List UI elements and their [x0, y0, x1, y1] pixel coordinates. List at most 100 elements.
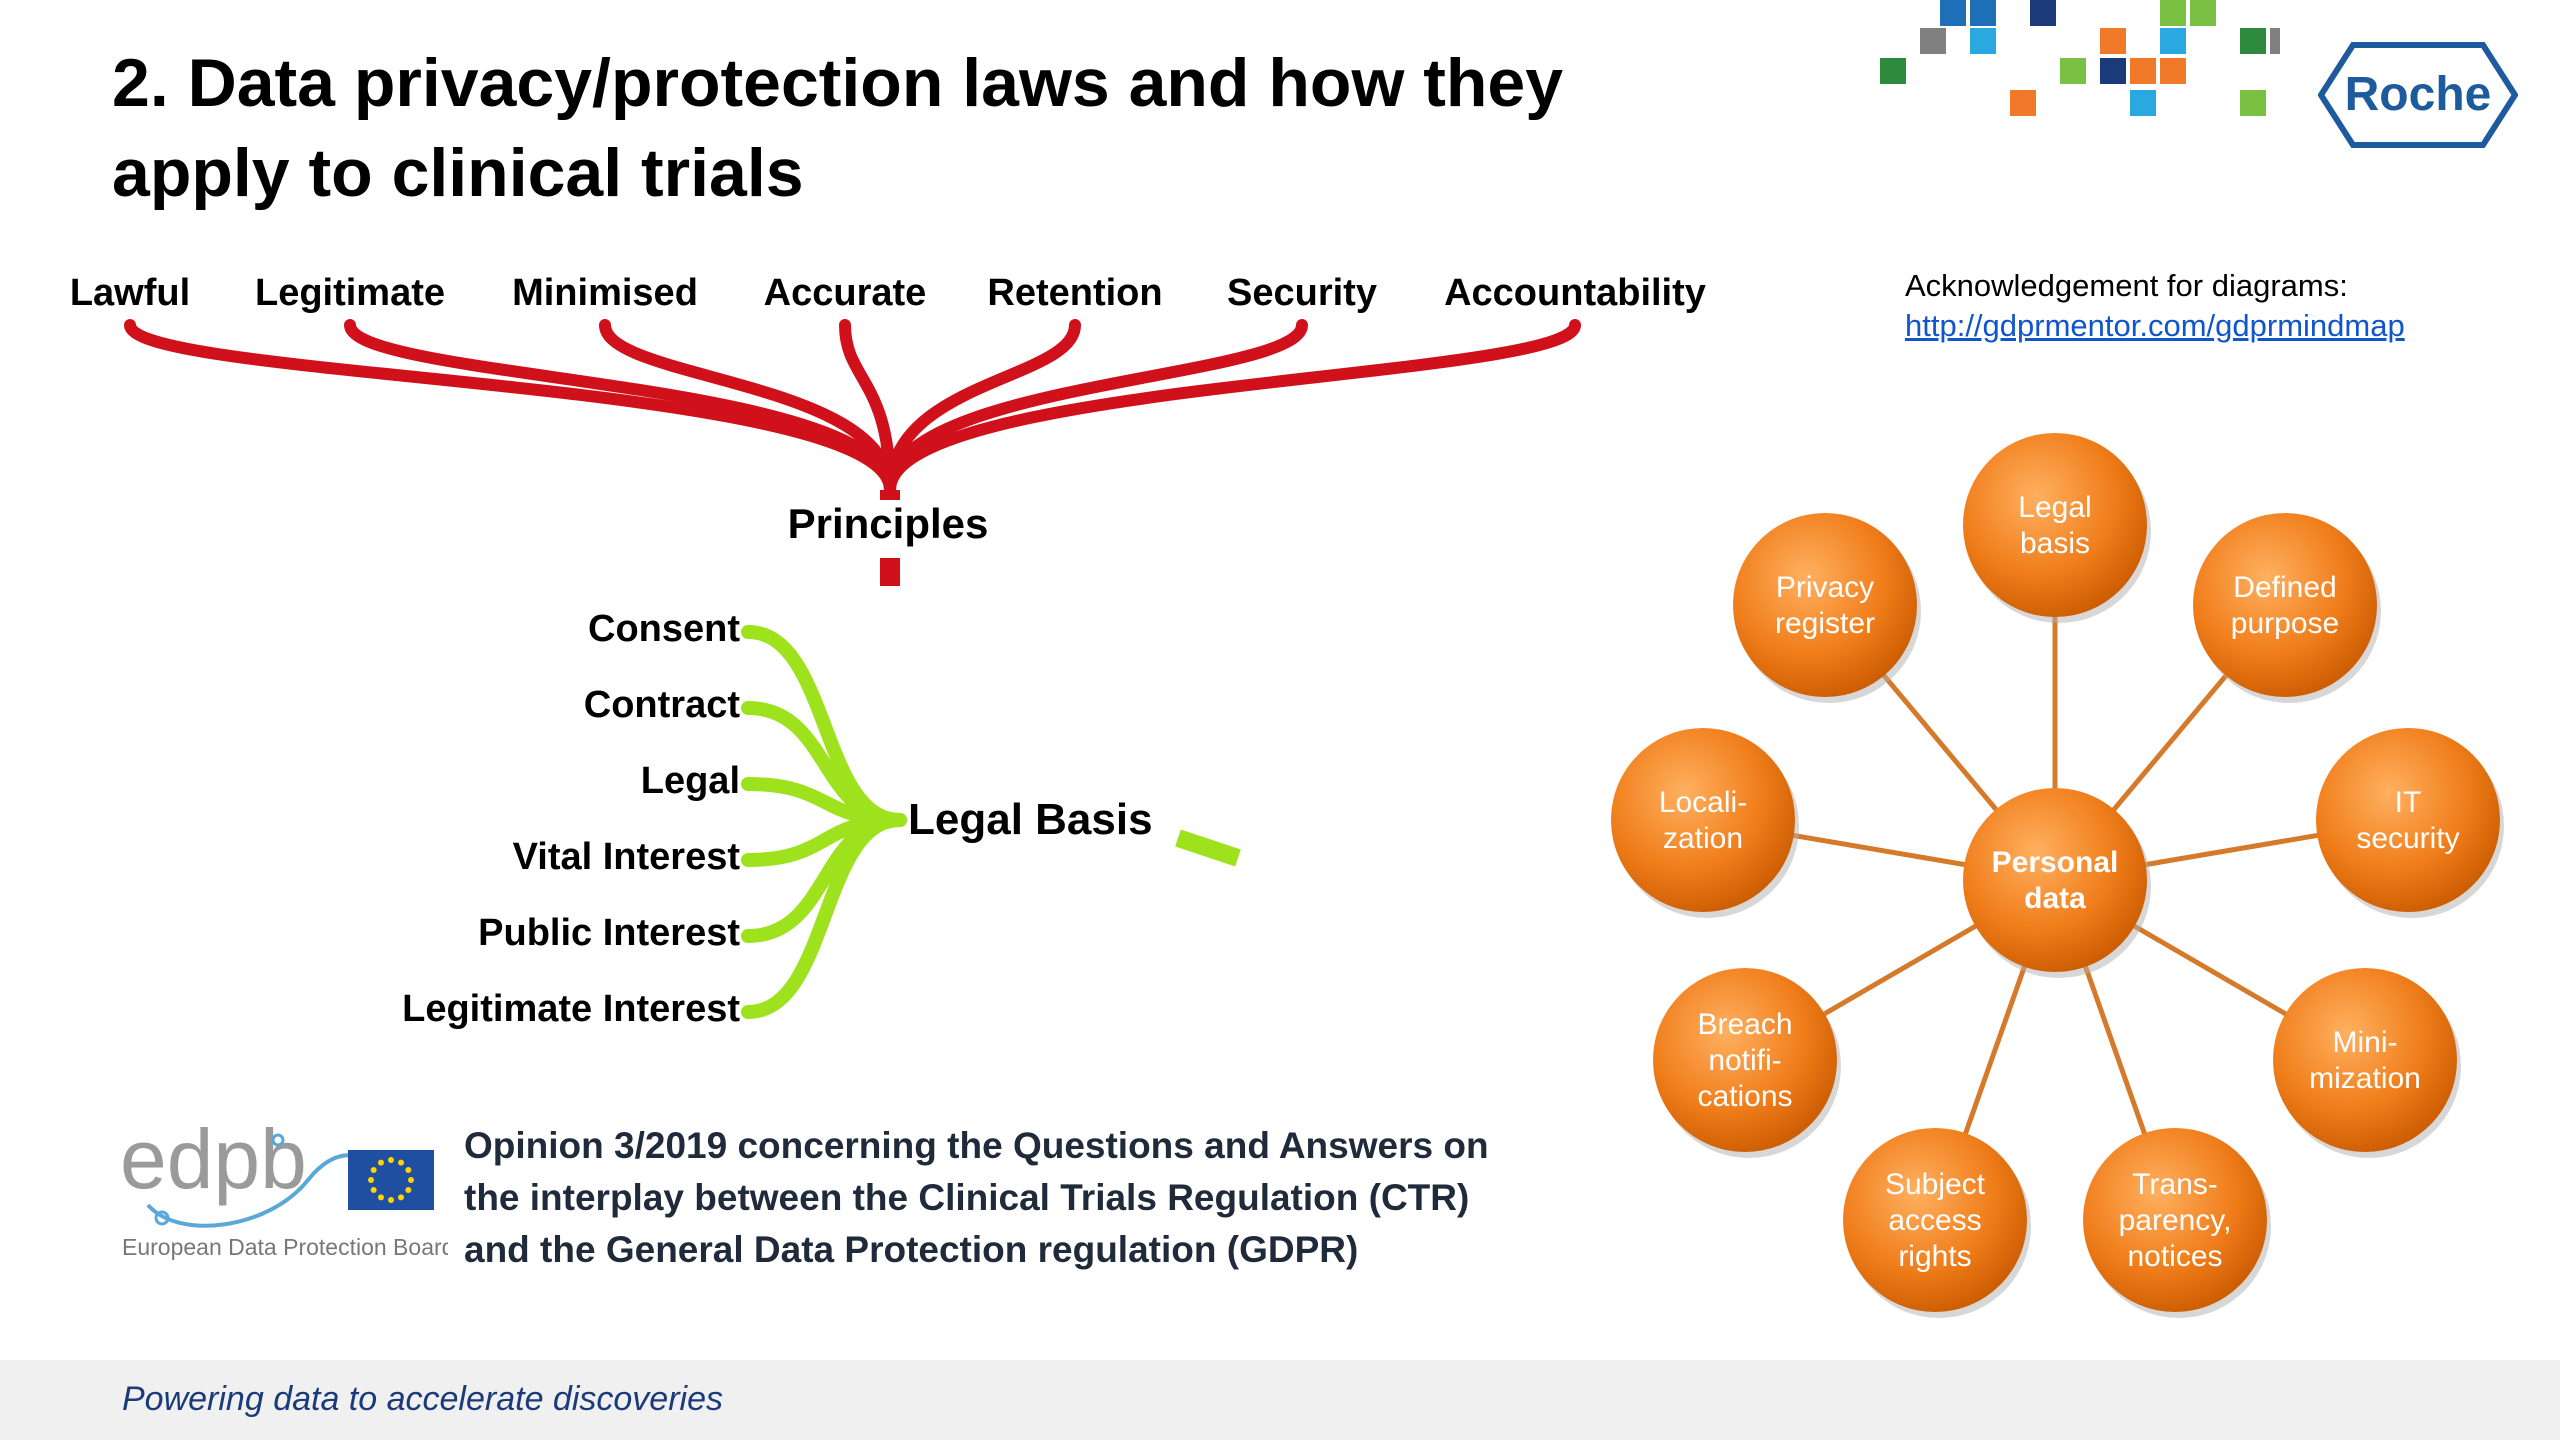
principle-branch — [599, 319, 896, 496]
mindmap-node-text: access — [1888, 1204, 1981, 1237]
eu-star-icon — [398, 1194, 404, 1201]
opinion-line: the interplay between the Clinical Trial… — [464, 1177, 1470, 1218]
principle-branch — [884, 319, 1581, 496]
mindmap-node-text: cations — [1697, 1080, 1792, 1113]
mindmap-node-text: zation — [1663, 822, 1743, 855]
acknowledgement-label: Acknowledgement for diagrams: — [1905, 268, 2348, 303]
principles-center-label: Principles — [787, 500, 989, 547]
brand-squares-graphic — [1880, 0, 2280, 116]
slide-title: 2. Data privacy/protection laws and how … — [112, 45, 1564, 211]
eu-star-icon — [388, 1197, 394, 1203]
brand-square — [2160, 28, 2186, 54]
mindmap-node-text: security — [2356, 822, 2459, 855]
brand-square — [2100, 58, 2126, 84]
brand-square — [1920, 28, 1946, 54]
eu-star-icon — [378, 1159, 384, 1166]
brand-square — [2160, 0, 2186, 26]
mindmap-node-text: Subject — [1885, 1168, 1986, 1201]
eu-star-icon — [378, 1194, 384, 1201]
legal-basis-item: Vital Interest — [512, 836, 740, 878]
brand-square — [1940, 0, 1966, 26]
principle-branch — [884, 319, 1308, 496]
principle-label: Accountability — [1444, 272, 1706, 314]
eu-star-icon — [405, 1187, 412, 1193]
principle-label: Retention — [987, 272, 1163, 314]
mindmap-node-text: Mini- — [2333, 1026, 2398, 1059]
legal-basis-item: Consent — [588, 608, 740, 650]
principle-label: Lawful — [69, 272, 191, 314]
brand-square — [2030, 0, 2056, 26]
brand-square — [2010, 90, 2036, 116]
brand-square — [2100, 28, 2126, 54]
principle-branch — [344, 319, 896, 496]
mindmap-node-text: parency, — [2119, 1204, 2232, 1237]
roche-logo: Roche — [2318, 42, 2518, 148]
mindmap-node-text: Trans- — [2132, 1168, 2218, 1201]
eu-star-icon — [370, 1187, 377, 1193]
mindmap-node-text: basis — [2020, 527, 2090, 560]
acknowledgement-link[interactable]: http://gdprmentor.com/gdprmindmap — [1905, 308, 2405, 343]
roche-logo-text: Roche — [2345, 68, 2492, 121]
brand-square — [2130, 58, 2156, 84]
opinion-line: Opinion 3/2019 concerning the Questions … — [464, 1125, 1489, 1166]
legal-basis-stem — [1175, 829, 1241, 867]
edpb-logo: edpb European Data Protection Board — [120, 1112, 448, 1260]
legal-basis-item: Contract — [583, 684, 740, 726]
mindmap-node-text: purpose — [2231, 607, 2339, 640]
principles-tree — [124, 319, 1581, 586]
mindmap-node: Locali-zation — [1611, 728, 1799, 918]
eu-star-icon — [398, 1159, 404, 1166]
mindmap-node-text: mization — [2309, 1062, 2421, 1095]
principles-stem-lower — [880, 558, 900, 586]
edpb-subtitle: European Data Protection Board — [122, 1234, 448, 1260]
mindmap-node: Mini-mization — [2273, 968, 2461, 1158]
mindmap-node-text: notifi- — [1708, 1044, 1781, 1077]
principle-label: Accurate — [763, 272, 927, 314]
principle-label: Minimised — [512, 272, 698, 314]
principle-branch — [124, 319, 896, 496]
mindmap-node-text: Legal — [2018, 491, 2091, 524]
principle-label: Security — [1227, 272, 1377, 314]
mindmap-node-text: rights — [1898, 1240, 1971, 1273]
mindmap-node-text: Locali- — [1659, 786, 1747, 819]
edpb-logo-text: edpb — [120, 1112, 307, 1206]
mindmap-node-text: Breach — [1697, 1008, 1792, 1041]
footer-bar: Powering data to accelerate discoveries — [0, 1360, 2560, 1440]
brand-square — [2240, 28, 2266, 54]
acknowledgement: Acknowledgement for diagrams: http://gdp… — [1905, 266, 2405, 346]
principle-label: Legitimate — [254, 272, 446, 314]
eu-star-icon — [408, 1177, 414, 1183]
principle-branch — [839, 319, 896, 496]
legal-basis-center-label: Legal Basis — [908, 795, 1153, 844]
legal-basis-item: Legal — [640, 760, 740, 802]
legal-basis-branch — [741, 813, 907, 1019]
mindmap-node-text: notices — [2127, 1240, 2222, 1273]
eu-star-icon — [368, 1177, 374, 1183]
eu-star-icon — [388, 1157, 394, 1163]
legal-basis-item: Public Interest — [478, 912, 740, 954]
mindmap-node-text: Defined — [2233, 571, 2336, 604]
brand-square — [1880, 58, 1906, 84]
mindmap-node-text: Personal — [1992, 846, 2119, 879]
principles-stem — [880, 490, 900, 500]
brand-square — [2160, 58, 2186, 84]
eu-star-icon — [370, 1167, 377, 1173]
brand-square — [2240, 90, 2266, 116]
principle-branch — [884, 319, 1081, 496]
legal-basis-tree — [741, 625, 1241, 1019]
brand-square — [2060, 58, 2086, 84]
mindmap-node-text: register — [1775, 607, 1875, 640]
footer-tagline: Powering data to accelerate discoveries — [122, 1380, 723, 1418]
mindmap-node-text: Privacy — [1776, 571, 1874, 604]
opinion-line: and the General Data Protection regulati… — [464, 1229, 1359, 1270]
mindmap-node-text: IT — [2395, 786, 2422, 819]
personal-data-mindmap: LegalbasisDefinedpurposeITsecurityMini-m… — [1611, 433, 2504, 1318]
brand-square — [2190, 0, 2216, 26]
